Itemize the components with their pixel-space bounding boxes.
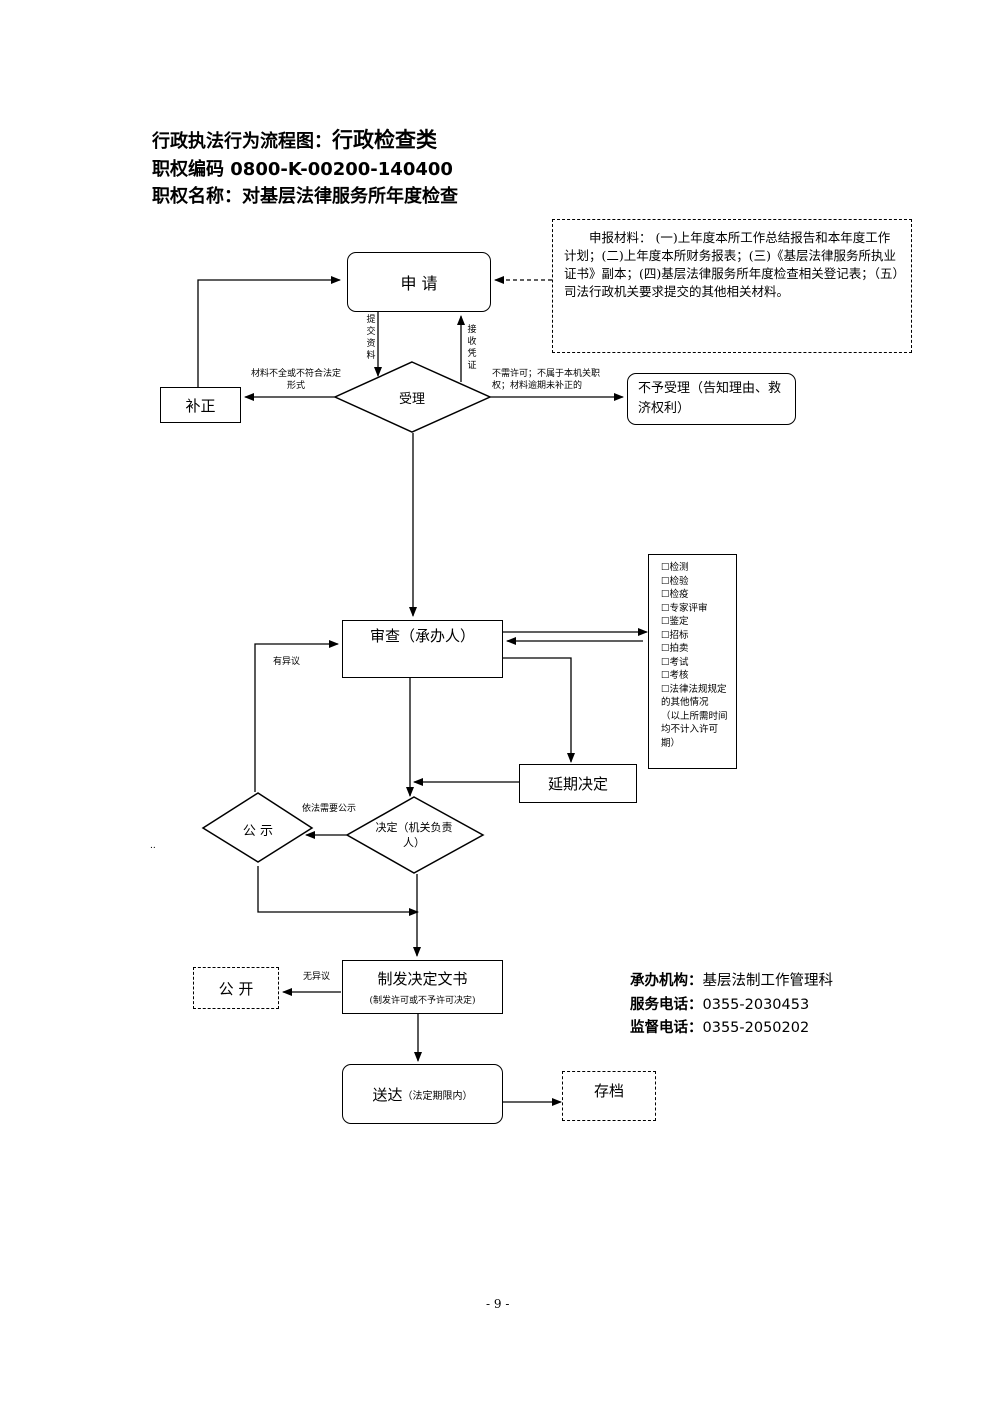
- issue-sublabel: (制发许可或不予许可决定): [369, 996, 476, 1006]
- archive-node: 存档: [562, 1071, 656, 1121]
- special-procedure-item: ☐招标: [661, 629, 689, 641]
- special-procedure-item: ☐检验: [661, 575, 689, 587]
- special-procedure-item: ☐专家评审: [661, 602, 708, 614]
- title-prefix: 行政执法行为流程图：: [152, 131, 332, 152]
- need-public-label: 依法需要公示: [302, 804, 357, 814]
- extension-label: 延期决定: [547, 775, 608, 793]
- apply-label: 申 请: [400, 274, 438, 293]
- open-node: 公 开: [193, 967, 279, 1009]
- decision-diamond: [345, 796, 485, 874]
- incomplete-label: 材料不全或不符合法定形式: [250, 369, 341, 391]
- contact-supervise-phone: 监督电话：0355-2050202: [630, 1016, 809, 1037]
- special-procedures-box: ☐检测 ☐检验 ☐检疫 ☐专家评审 ☐鉴定 ☐招标 ☐拍卖 ☐考试 ☐考核 ☐法律法规规定的其他情…: [648, 554, 737, 769]
- deliver-sublabel: （法定期限内）: [402, 1090, 473, 1102]
- no-objection-label: 无异议: [303, 972, 331, 982]
- accept-diamond: [333, 361, 492, 433]
- decision-label: 决定（机关负责人）: [375, 821, 453, 849]
- correct-label: 补正: [185, 396, 216, 415]
- special-procedure-item: ☐检疫: [661, 589, 689, 600]
- title-category: 行政检查类: [332, 128, 437, 152]
- special-procedure-item: （以上所需时间均不计入许可期）: [661, 710, 728, 749]
- special-procedures-list: ☐检测 ☐检验 ☐检疫 ☐专家评审 ☐鉴定 ☐招标 ☐拍卖 ☐考试 ☐考核 ☐法律法规规定的其他情…: [661, 561, 732, 750]
- special-procedure-item: ☐鉴定: [661, 616, 689, 627]
- special-procedure-item: ☐考试: [661, 656, 689, 668]
- materials-note-text: 申报材料： (一)上年度本所工作总结报告和本年度工作计划；(二)上年度本所财务报…: [564, 230, 899, 299]
- special-procedure-item: ☐法律法规规定的其他情况: [661, 683, 727, 709]
- issue-label: 制发决定文书: [377, 970, 468, 988]
- service-phone-label: 服务电话：: [630, 997, 703, 1013]
- special-procedure-item: ☐考核: [661, 670, 689, 681]
- receipt-label: 接收凭证: [467, 325, 477, 371]
- flowchart-title: 行政执法行为流程图：行政检查类: [152, 124, 437, 154]
- review-node: 审查（承办人）: [342, 620, 503, 678]
- publicity-merge-arrow: [257, 866, 419, 916]
- correct-loop-arrow: [197, 276, 341, 387]
- submit-label: 提交资料: [366, 315, 376, 361]
- apply-node: 申 请: [347, 252, 491, 312]
- org-value: 基层法制工作管理科: [702, 973, 834, 989]
- authority-code: 职权编码 0800-K-00200-140400: [152, 159, 453, 180]
- review-to-extension-arrow: [503, 657, 575, 763]
- review-label: 审查（承办人）: [369, 627, 475, 645]
- archive-label: 存档: [593, 1082, 624, 1100]
- service-phone-value: 0355-2030453: [702, 997, 810, 1013]
- deliver-label: 送达: [372, 1085, 403, 1104]
- accept-label: 受理: [398, 391, 425, 407]
- contact-service-phone: 服务电话：0355-2030453: [630, 993, 809, 1014]
- org-label: 承办机构：: [630, 973, 703, 989]
- reject-node: 不予受理（告知理由、救济权利）: [627, 373, 796, 425]
- open-label: 公 开: [218, 979, 254, 998]
- deliver-node: 送达（法定期限内）: [342, 1064, 503, 1124]
- contact-org: 承办机构：基层法制工作管理科: [630, 969, 833, 990]
- supervise-phone-label: 监督电话：: [630, 1020, 703, 1036]
- extension-node: 延期决定: [519, 764, 637, 803]
- special-procedure-item: ☐拍卖: [661, 643, 689, 654]
- reject-label: 不予受理（告知理由、救济权利）: [638, 381, 782, 416]
- correct-node: 补正: [160, 387, 241, 423]
- stray-mark: ..: [150, 841, 156, 851]
- special-procedure-item: ☐检测: [661, 562, 689, 573]
- page-number: - 9 -: [486, 1297, 510, 1311]
- issue-node: 制发决定文书 (制发许可或不予许可决定): [342, 960, 503, 1014]
- no-permit-label: 不需许可；不属于本机关职权；材料逾期未补正的: [492, 369, 601, 391]
- authority-name: 职权名称：对基层法律服务所年度检查: [152, 186, 458, 207]
- materials-note: 申报材料： (一)上年度本所工作总结报告和本年度工作计划；(二)上年度本所财务报…: [552, 219, 912, 353]
- objection-label: 有异议: [273, 657, 301, 667]
- supervise-phone-value: 0355-2050202: [702, 1020, 810, 1036]
- publicity-diamond: [201, 792, 314, 863]
- objection-arrow: [254, 640, 339, 792]
- publicity-label: 公 示: [242, 823, 274, 839]
